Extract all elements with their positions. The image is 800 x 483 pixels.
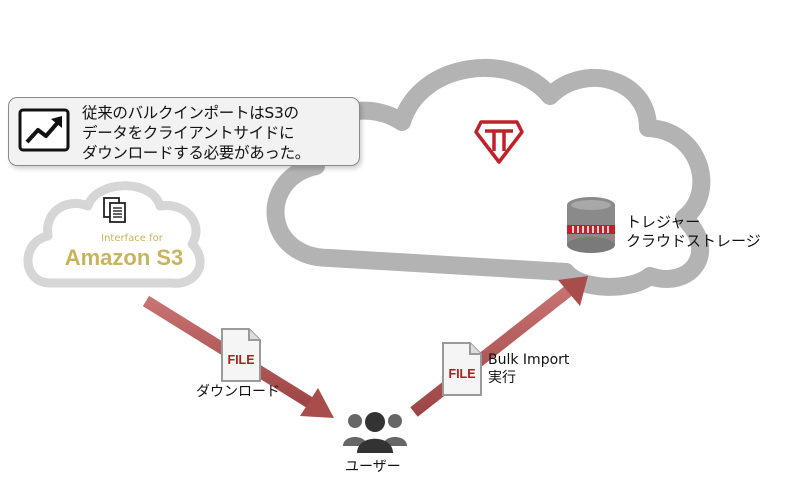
import-file-icon: FILE xyxy=(442,342,482,396)
callout-text: 従来のバルクインポートはS3の データをクライアントサイドに ダウンロードする必… xyxy=(82,104,311,162)
database-icon xyxy=(567,197,615,253)
bulk-import-arrow xyxy=(410,276,588,417)
s3-name-label: Amazon S3 xyxy=(64,245,184,270)
user-label: ユーザー xyxy=(345,459,401,475)
import-file-label: FILE xyxy=(448,367,475,381)
treasure-data-logo-icon xyxy=(474,120,524,164)
trend-chart-icon xyxy=(18,108,70,152)
download-label: ダウンロード xyxy=(196,384,280,400)
bulk-import-label: Bulk Import 実行 xyxy=(488,352,570,386)
download-file-label: FILE xyxy=(227,353,254,367)
user-group-icon xyxy=(343,412,407,453)
s3-cloud xyxy=(23,181,205,288)
download-file-icon: FILE xyxy=(221,328,261,382)
storage-label: トレジャー クラウドストレージ xyxy=(626,213,761,250)
documents-icon xyxy=(103,197,126,223)
s3-interface-label: Interface for xyxy=(101,233,163,244)
